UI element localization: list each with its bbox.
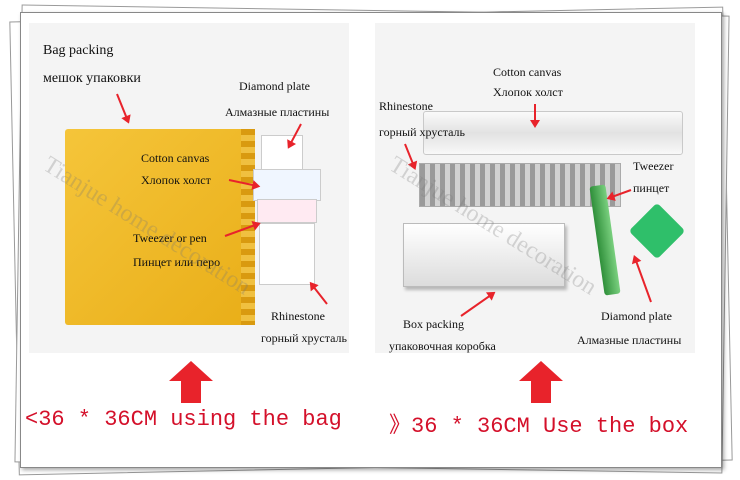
diamond-plate-label-ru: Алмазные пластины: [225, 105, 330, 119]
right-diamond-plate-label-ru: Алмазные пластины: [577, 333, 682, 347]
box-arrow: [460, 292, 495, 317]
bag-packing-label-ru: мешок упаковки: [43, 71, 141, 86]
tweezer-label: Tweezer or pen: [133, 231, 207, 245]
right-diamond-plate-arrow: [633, 256, 652, 303]
bag-packing-label: Bag packing: [43, 43, 114, 58]
cotton-canvas-roll: [423, 111, 683, 155]
right-tweezer-label: Tweezer: [633, 159, 674, 173]
diamond-plate-label: Diamond plate: [239, 79, 310, 93]
right-cotton-canvas-label: Cotton canvas: [493, 65, 562, 79]
right-canvas-arrow: [534, 104, 536, 126]
right-rhinestone-label: Rhinestone: [379, 99, 433, 113]
yellow-bubble-bag: [65, 129, 255, 325]
rhinestone-bags: [419, 163, 621, 207]
box-packing-label: Box packing: [403, 317, 464, 331]
box-size-caption: 》36 * 36CM Use the box: [389, 414, 689, 439]
right-rhinestone-label-ru: горный хрусталь: [379, 125, 465, 139]
rhinestone-arrow: [310, 282, 328, 305]
bag-packing-photo: Bag packing мешок упаковки Diamond plate…: [29, 23, 349, 353]
box-packing-photo: Cotton canvas Хлопок холст Rhinestone го…: [375, 23, 695, 353]
cotton-canvas-label: Cotton canvas: [141, 151, 210, 165]
rhinestone-label: Rhinestone: [271, 309, 325, 323]
box-packing-label-ru: упаковочная коробка: [389, 339, 496, 353]
white-box: [403, 223, 565, 287]
right-diamond-plate-label: Diamond plate: [601, 309, 672, 323]
rhinestone-package: [259, 223, 315, 285]
tweezer-package: [257, 199, 317, 223]
cotton-canvas-package: [253, 169, 321, 201]
rhinestone-label-ru: горный хрусталь: [261, 331, 347, 345]
front-sheet: Bag packing мешок упаковки Diamond plate…: [20, 12, 722, 468]
cotton-canvas-label-ru: Хлопок холст: [141, 173, 211, 187]
right-tweezer-label-ru: пинцет: [633, 181, 670, 195]
tweezer-label-ru: Пинцет или перо: [133, 255, 221, 269]
diamond-plate-tray: [628, 202, 686, 260]
bag-size-caption: <36 * 36CM using the bag: [25, 407, 342, 432]
bag-arrow: [116, 93, 130, 123]
right-cotton-canvas-label-ru: Хлопок холст: [493, 85, 563, 99]
